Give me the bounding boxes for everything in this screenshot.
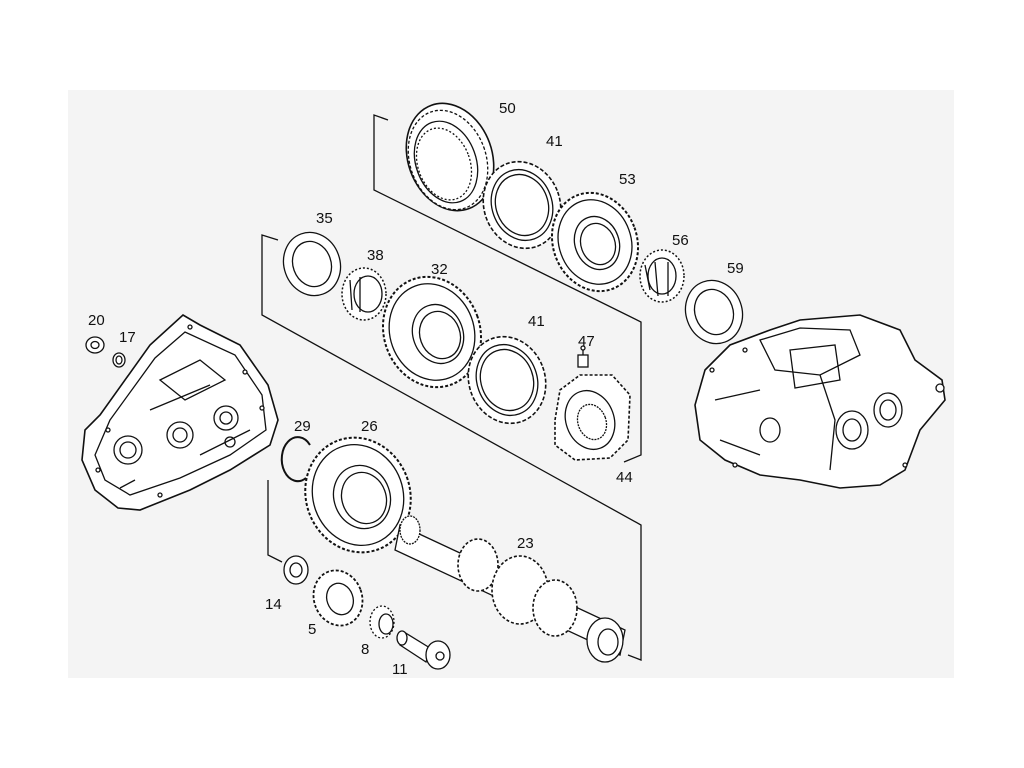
label-part-23: 23	[517, 535, 534, 552]
part-29-circlip	[280, 436, 311, 483]
part-38-needle-bearing	[341, 267, 387, 321]
label-part-5: 5	[308, 621, 317, 638]
part-5-small-gear	[312, 569, 364, 627]
part-56-needle-bearing	[639, 249, 685, 303]
left-housing-cover	[81, 314, 279, 511]
part-44-synchro-hub	[554, 374, 631, 461]
label-part-56: 56	[672, 232, 689, 249]
label-part-38: 38	[367, 247, 384, 264]
part-35-thrust-washer	[282, 231, 342, 297]
label-part-44: 44	[616, 469, 633, 486]
label-part-32: 32	[431, 261, 448, 278]
label-part-20: 20	[88, 312, 105, 329]
label-part-29: 29	[294, 418, 311, 435]
label-part-11: 11	[392, 661, 408, 678]
part-8-needle-bearing	[369, 605, 395, 639]
part-47-shift-key	[577, 345, 589, 368]
label-part-59: 59	[727, 260, 744, 277]
part-23-main-shaft	[394, 515, 626, 663]
label-part-53: 53	[619, 171, 636, 188]
label-part-50: 50	[499, 100, 516, 117]
part-14-washer	[283, 555, 309, 585]
part-26-gear	[304, 436, 412, 554]
label-part-47: 47	[578, 333, 595, 350]
label-part-35: 35	[316, 210, 333, 227]
label-part-17: 17	[119, 329, 136, 346]
part-41-synchro-ring-middle	[467, 335, 547, 425]
group-bracket-lines	[261, 114, 642, 661]
part-50-synchro-sleeve	[405, 102, 495, 212]
part-53-gear	[550, 191, 640, 293]
part-41-synchro-ring-top	[482, 160, 562, 250]
part-11-bolt	[396, 630, 451, 670]
label-part-41-middle: 41	[528, 313, 545, 330]
label-part-8: 8	[361, 641, 370, 658]
part-17-seal-ring	[112, 352, 126, 368]
right-housing-case	[694, 314, 946, 489]
label-part-14: 14	[265, 596, 282, 613]
part-59-thrust-washer	[684, 279, 744, 345]
label-part-26: 26	[361, 418, 378, 435]
label-part-41-top: 41	[546, 133, 563, 150]
part-20-plug	[85, 336, 105, 354]
part-32-gear	[381, 275, 483, 389]
